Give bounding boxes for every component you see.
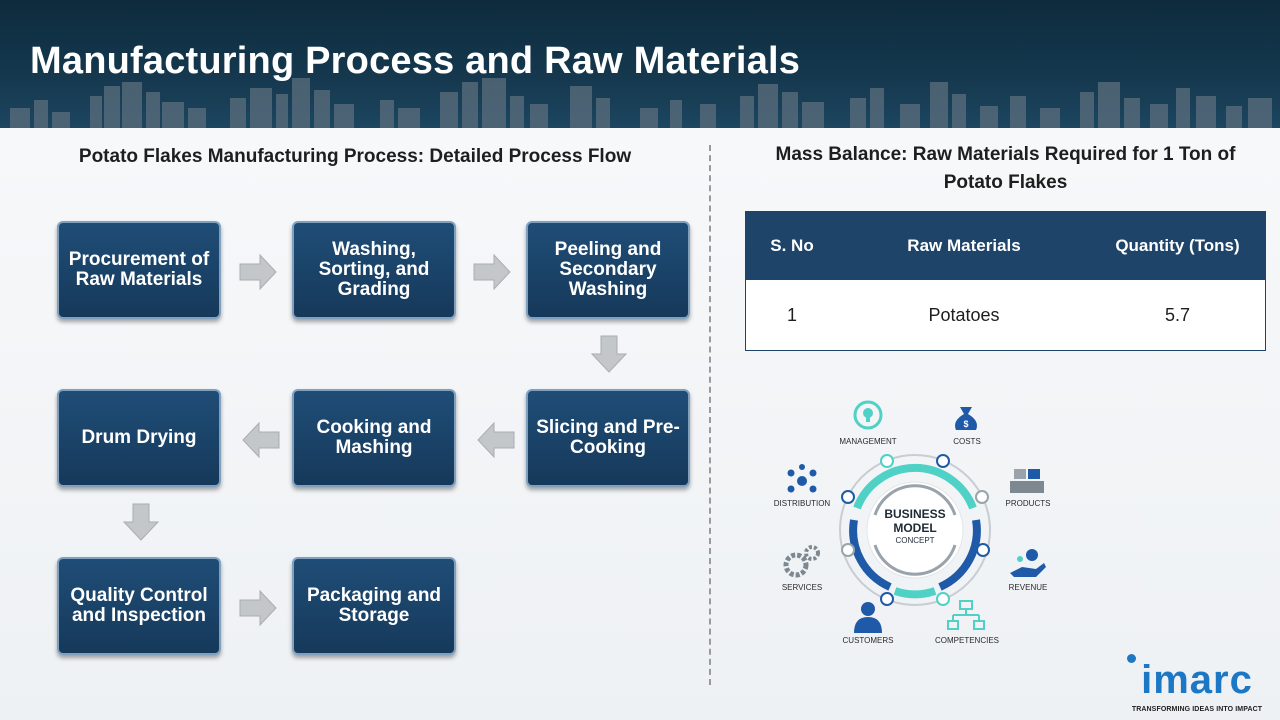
- arrow-right-icon: [473, 253, 511, 291]
- arrow-right-icon: [239, 589, 277, 627]
- gears-icon: [783, 545, 820, 578]
- label-distribution: DISTRIBUTION: [774, 499, 831, 508]
- table-header-row: S. No Raw Materials Quantity (Tons): [745, 211, 1266, 280]
- logo-brand: imarc: [1141, 658, 1253, 702]
- mass-balance-table: S. No Raw Materials Quantity (Tons) 1 Po…: [745, 211, 1266, 351]
- org-chart-icon: [947, 600, 985, 630]
- table-row: 1 Potatoes 5.7: [745, 280, 1266, 351]
- center-text-line3: CONCEPT: [895, 536, 934, 545]
- column-header-sno: S. No: [745, 211, 838, 280]
- process-step-slicing: Slicing and Pre-Cooking: [526, 389, 690, 487]
- arrow-down-icon: [122, 503, 160, 541]
- process-flow-title: Potato Flakes Manufacturing Process: Det…: [78, 146, 632, 167]
- process-step-packaging: Packaging and Storage: [292, 557, 456, 655]
- label-competencies: COMPETENCIES: [935, 636, 999, 645]
- arrow-down-icon: [590, 335, 628, 373]
- network-icon: [787, 464, 817, 493]
- label-costs: COSTS: [953, 437, 981, 446]
- column-header-raw-materials: Raw Materials: [838, 211, 1090, 280]
- logo-dot: [1127, 654, 1136, 663]
- cell-sno: 1: [745, 280, 838, 351]
- process-step-peeling: Peeling and Secondary Washing: [526, 221, 690, 319]
- business-model-graphic: BUSINESS MODEL CONCEPT MANAGEMENT $ COST…: [774, 400, 1051, 645]
- outer-ring: [839, 454, 991, 606]
- cell-raw-material: Potatoes: [838, 280, 1090, 351]
- section-divider: [709, 145, 711, 685]
- money-bag-icon: $: [955, 407, 977, 430]
- process-step-cooking: Cooking and Mashing: [292, 389, 456, 487]
- person-icon: [854, 602, 882, 633]
- process-step-washing-sorting: Washing, Sorting, and Grading: [292, 221, 456, 319]
- page-title: Manufacturing Process and Raw Materials: [30, 40, 801, 82]
- process-step-drum-drying: Drum Drying: [57, 389, 221, 487]
- center-text-line2: MODEL: [893, 521, 936, 535]
- ring-arc-blue: [849, 519, 892, 591]
- lightbulb-gear-icon: [853, 400, 883, 430]
- imarc-logo: imarc TRANSFORMING IDEAS INTO IMPACT: [1124, 652, 1270, 716]
- ring-nodes: [841, 454, 990, 606]
- inner-arc: [873, 484, 957, 516]
- cell-quantity: 5.7: [1090, 280, 1266, 351]
- boxes-icon: [1010, 469, 1044, 493]
- label-revenue: REVENUE: [1009, 583, 1048, 592]
- ring-arc-blue: [938, 519, 981, 591]
- process-step-procurement: Procurement of Raw Materials: [57, 221, 221, 319]
- hand-coin-icon: [1010, 549, 1046, 577]
- mass-balance-title: Mass Balance: Raw Materials Required for…: [775, 144, 1236, 193]
- logo-tagline: TRANSFORMING IDEAS INTO IMPACT: [1131, 706, 1263, 713]
- process-step-quality-control: Quality Control and Inspection: [57, 557, 221, 655]
- arrow-left-icon: [242, 421, 280, 459]
- svg-text:$: $: [963, 419, 968, 429]
- center-text-line1: BUSINESS: [884, 507, 945, 521]
- header-banner: Manufacturing Process and Raw Materials: [0, 0, 1280, 128]
- city-skyline-graphic: [10, 78, 1272, 128]
- inner-arc: [873, 544, 957, 576]
- label-products: PRODUCTS: [1006, 499, 1051, 508]
- label-customers: CUSTOMERS: [843, 636, 894, 645]
- label-services: SERVICES: [782, 583, 822, 592]
- center-disc: [866, 481, 964, 579]
- ring-arc-teal: [853, 463, 977, 510]
- column-header-quantity: Quantity (Tons): [1090, 211, 1266, 280]
- arrow-left-icon: [477, 421, 515, 459]
- label-management: MANAGEMENT: [839, 437, 896, 446]
- arrow-right-icon: [239, 253, 277, 291]
- ring-arc-teal: [893, 587, 937, 599]
